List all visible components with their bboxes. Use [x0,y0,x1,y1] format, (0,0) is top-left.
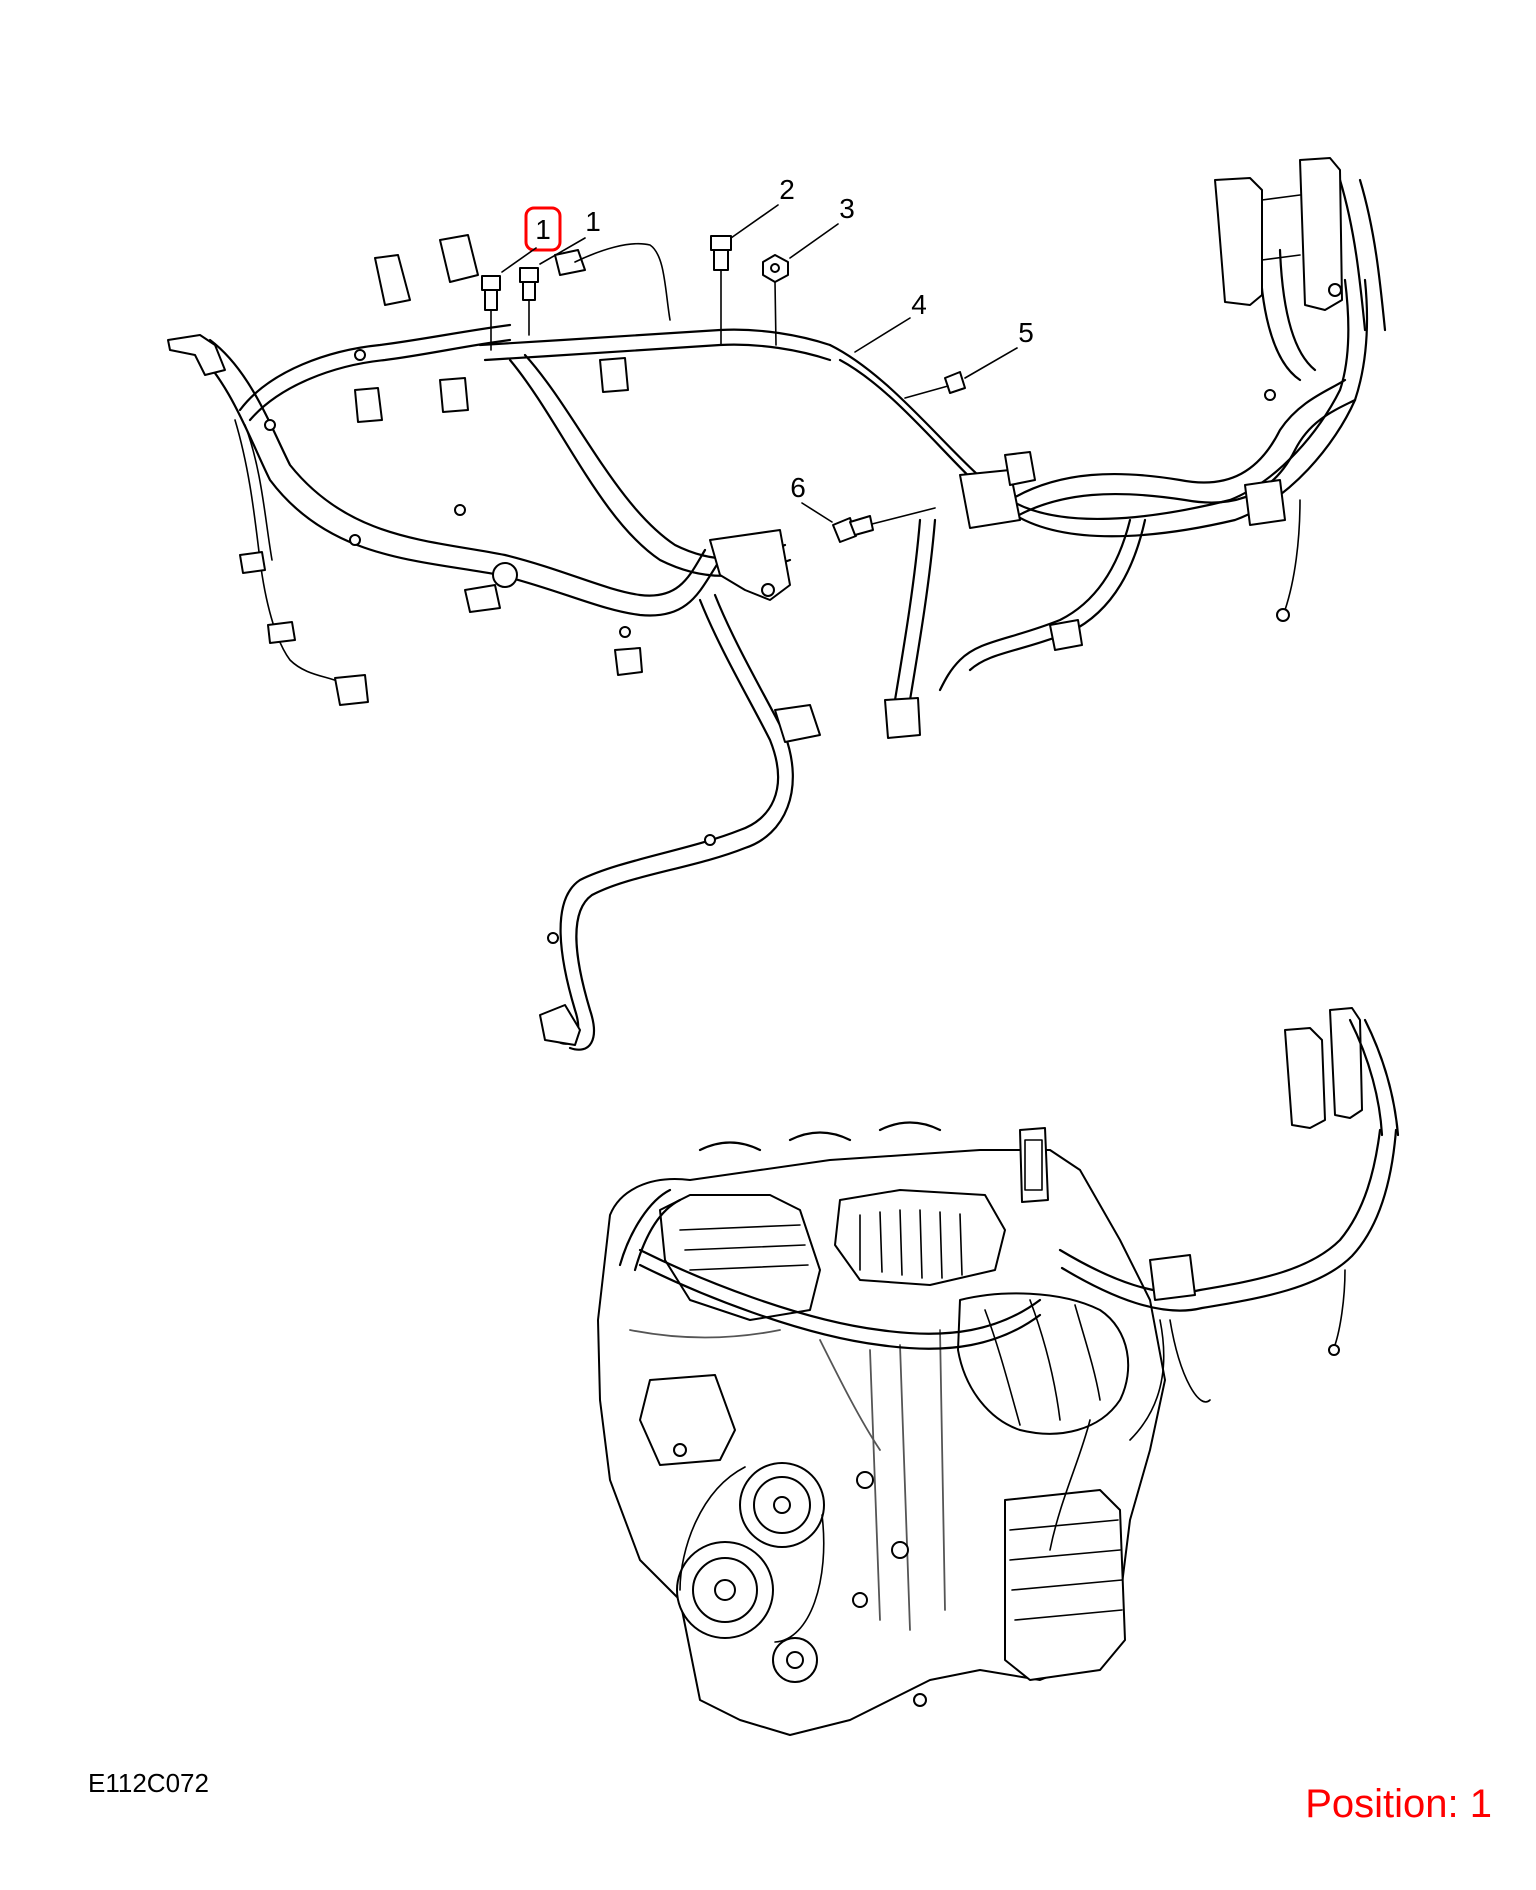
bolt-icon [519,267,539,336]
callout-label[interactable]: 2 [779,174,795,205]
nut-icon [762,254,789,346]
callout-label[interactable]: 5 [1018,317,1034,348]
illustration-code: E112C072 [88,1768,209,1798]
position-indicator: Position: 1 [1305,1782,1492,1826]
callout-highlight-box [524,206,562,252]
bolt-icon [481,275,501,351]
bolt-icon [710,235,732,346]
callout-label[interactable]: 6 [790,472,806,503]
bolt-icon [832,507,936,543]
engine-assembly [597,1007,1400,1736]
fasteners [481,235,966,543]
callout-label[interactable]: 1 [585,206,601,237]
callout-label[interactable]: 4 [911,289,927,320]
callouts: 1 1 2 3 4 5 6 [501,174,1034,523]
callout-label[interactable]: 3 [839,193,855,224]
bolt-icon [904,371,966,399]
wiring-harness [167,157,1387,1051]
callout-label[interactable]: 1 [535,214,551,245]
